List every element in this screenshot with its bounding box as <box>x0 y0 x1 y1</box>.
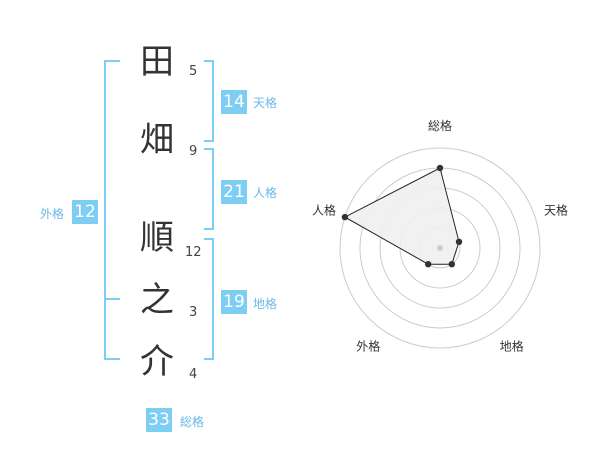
radar-ring-1 <box>419 227 461 269</box>
tenkaku-badge: 14 <box>221 90 247 114</box>
radar-point-3 <box>448 261 455 268</box>
jinkaku-label: 人格 <box>253 186 278 200</box>
gaikaku-bracket-vertical <box>104 60 106 360</box>
radar-point-5 <box>341 213 349 221</box>
name-char-2-strokes: 9 <box>189 144 198 159</box>
name-char-4: 之 <box>140 280 174 320</box>
gaikaku-bracket-top <box>104 60 120 62</box>
soukaku-badge: 33 <box>146 408 172 432</box>
soukaku-label: 総格 <box>180 415 205 429</box>
chikaku-bracket-bottom <box>204 358 214 360</box>
radar-data-polygon <box>343 167 460 265</box>
gaikaku-label: 外格 <box>40 207 65 221</box>
chikaku-label: 地格 <box>253 297 278 311</box>
gaikaku-bracket-bottom <box>104 358 120 360</box>
jinkaku-bracket-vertical <box>212 148 214 230</box>
chikaku-bracket-vertical <box>212 238 214 360</box>
gaikaku-badge: 12 <box>72 200 98 224</box>
radar-axis-label-5: 人格 <box>312 202 336 217</box>
radar-axis-label-1: 総格 <box>428 118 452 133</box>
jinkaku-bracket-bottom <box>204 228 214 230</box>
radar-point-2 <box>455 238 463 245</box>
radar-ring-5 <box>339 147 541 349</box>
name-char-1: 田 <box>140 42 174 82</box>
name-char-5-strokes: 4 <box>189 367 198 382</box>
radar-ring-2 <box>399 207 481 289</box>
radar-ring-3 <box>379 187 501 309</box>
name-char-3: 順 <box>140 218 174 258</box>
name-char-3-strokes: 12 <box>185 245 202 260</box>
tenkaku-label: 天格 <box>253 96 278 110</box>
radar-point-4 <box>425 261 432 268</box>
radar-center-point <box>437 245 443 251</box>
jinkaku-badge: 21 <box>221 180 247 204</box>
jinkaku-bracket-top <box>204 148 214 150</box>
radar-axis-label-4: 外格 <box>356 339 380 354</box>
tenkaku-bracket-vertical <box>212 60 214 142</box>
chikaku-bracket-top <box>204 238 214 240</box>
name-char-4-strokes: 3 <box>189 305 198 320</box>
radar-axis-label-3: 地格 <box>500 339 524 354</box>
name-char-2: 畑 <box>140 120 174 160</box>
radar-ring-4 <box>359 167 521 329</box>
chikaku-badge: 19 <box>221 290 247 314</box>
name-char-1-strokes: 5 <box>189 64 198 79</box>
name-char-5: 介 <box>140 342 174 382</box>
tenkaku-bracket-bottom <box>204 140 214 142</box>
tenkaku-bracket-top <box>204 60 214 62</box>
radar-point-1 <box>436 164 444 172</box>
gaikaku-bracket-mid <box>104 298 120 300</box>
radar-axis-label-2: 天格 <box>544 202 568 217</box>
